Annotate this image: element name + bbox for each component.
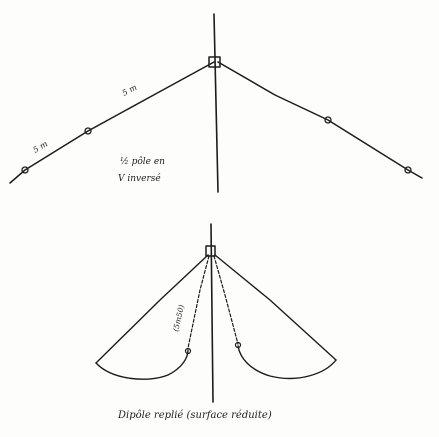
top-right-wire [217,61,423,179]
inverted-v-diagram: 5 m 5 m ½ pôle en V inversé [9,13,423,193]
top-insulator-right-inner [324,116,332,124]
top-feedpoint [208,56,221,68]
bottom-feedpoint [205,245,216,257]
top-label-line1: ½ pôle en [120,156,165,167]
top-insulator-left-inner [84,127,92,135]
bottom-caption: Dipôle replié (surface réduite) [117,410,272,421]
bottom-left-outer-wire [95,254,209,364]
folded-dipole-diagram: (5m50) Dipôle replié (surface réduite) [95,223,337,421]
bottom-left-inner-wire [187,255,210,349]
bottom-mast [210,223,214,403]
bottom-left-arc [95,349,189,380]
bottom-right-inner-wire [213,255,239,345]
top-mast [213,13,219,193]
bottom-left-insulator [184,347,192,355]
bottom-right-outer-wire [214,254,337,361]
top-segment-label-upper: 5 m [121,82,139,97]
bottom-right-insulator [234,341,242,349]
top-insulator-left-outer [21,166,29,174]
top-insulator-right-outer [404,166,412,174]
top-left-wire [9,61,215,184]
bottom-wire-label: (5m50) [171,304,186,333]
bottom-right-arc [237,345,337,380]
top-segment-label-lower: 5 m [32,139,50,155]
top-label-line2: V inversé [118,173,161,184]
